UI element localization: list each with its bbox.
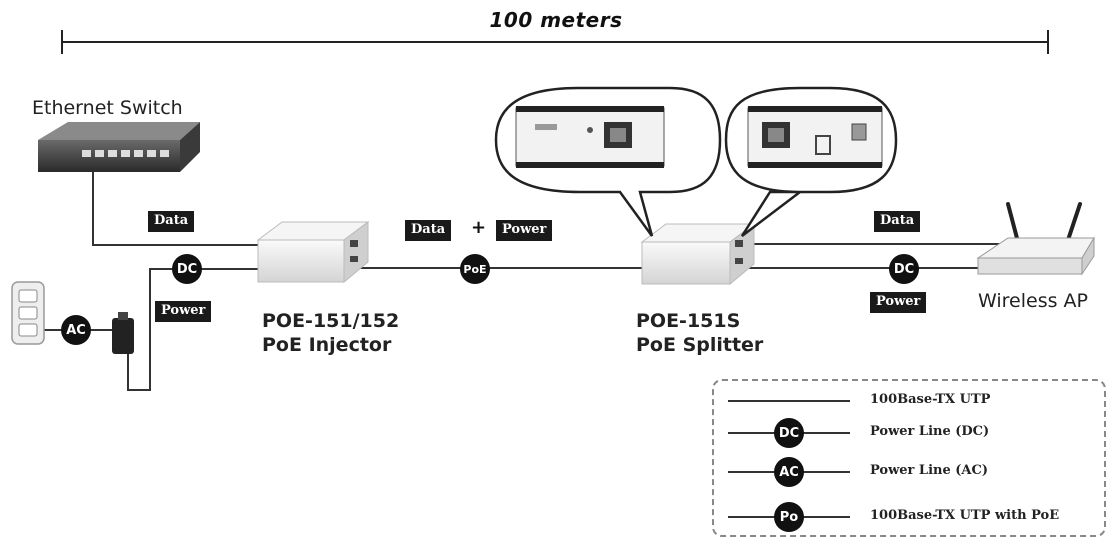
data-tag-right: Data (874, 211, 921, 232)
injector-name: PoE Injector (262, 334, 392, 356)
power-adapter-icon (112, 312, 134, 354)
ethernet-switch-icon (38, 122, 200, 172)
splitter-left-port-bubble (494, 86, 722, 237)
power-tag-mid: Power (496, 220, 553, 241)
injector-model: POE-151/152 (262, 310, 400, 332)
poe-marker: PoE (460, 254, 490, 284)
data-tag-left: Data (148, 211, 195, 232)
legend-ac-marker: AC (774, 457, 804, 487)
injector-label: POE-151/152 PoE Injector (262, 309, 399, 357)
data-cable-left (92, 172, 268, 246)
legend-poe-marker: Po (774, 502, 804, 532)
dc-marker-left: DC (172, 254, 202, 284)
power-tag-right: Power (870, 292, 927, 313)
legend-box (712, 379, 1106, 537)
ac-marker: AC (61, 315, 91, 345)
splitter-right-port-bubble (724, 86, 898, 237)
distance-label: 100 meters (489, 8, 623, 32)
legend-utp-label: 100Base-TX UTP (870, 392, 991, 407)
legend-dc-marker: DC (774, 418, 804, 448)
data-tag-mid: Data (405, 220, 452, 241)
distance-dimension-line (61, 30, 1049, 54)
ethernet-switch-label: Ethernet Switch (32, 97, 183, 119)
splitter-model: POE-151S (636, 310, 741, 332)
ac-outlet-icon (11, 281, 45, 345)
poe-injector-icon (256, 221, 370, 284)
dc-marker-right: DC (889, 254, 919, 284)
legend-ac-label: Power Line (AC) (870, 463, 988, 478)
poe-splitter-icon (640, 223, 756, 286)
wireless-ap-icon (976, 202, 1095, 276)
legend-poe-label: 100Base-TX UTP with PoE (870, 508, 1060, 523)
plus-sign: + (471, 217, 487, 238)
splitter-label: POE-151S PoE Splitter (636, 309, 763, 357)
splitter-name: PoE Splitter (636, 334, 764, 356)
dc-cable-right (740, 263, 1001, 269)
power-tag-left: Power (155, 301, 212, 322)
wireless-ap-label: Wireless AP (978, 290, 1088, 312)
legend-dc-label: Power Line (DC) (870, 424, 990, 439)
dc-cable-left (127, 268, 268, 391)
